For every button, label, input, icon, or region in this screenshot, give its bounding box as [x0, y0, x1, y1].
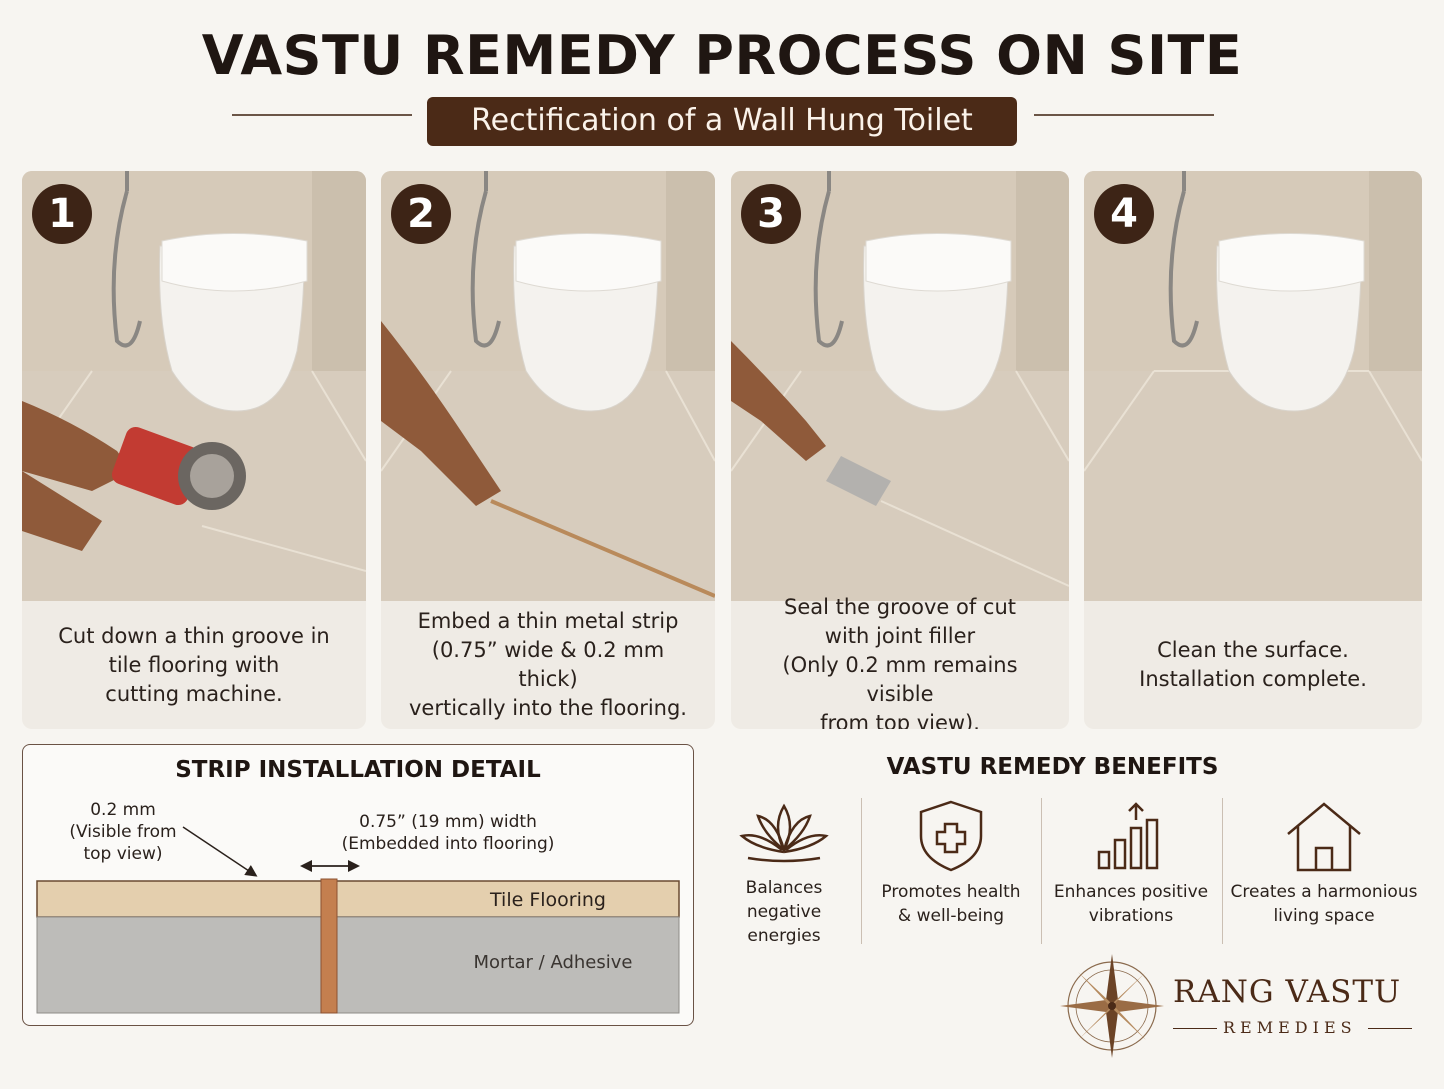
step-4-photo: 4: [1084, 171, 1422, 601]
benefit-harmony: Creates a harmonious living space: [1230, 798, 1418, 944]
tile-flooring-label: Tile Flooring: [490, 889, 606, 911]
brand-rule-left: [1173, 1028, 1217, 1029]
subtitle-rule-left: [232, 114, 412, 116]
benefit-health-text: Promotes health & well-being: [881, 882, 1021, 926]
step-card-3: 3 Seal the groove of cut with joint fill…: [731, 171, 1069, 729]
brand-logo: RANG VASTU REMEDIES: [1058, 952, 1428, 1062]
visible-width-label: 0.2 mm (Visible from top view): [69, 800, 177, 864]
brand-rule-right: [1368, 1028, 1412, 1029]
step-card-4: 4 Clean the surface. Installation comple…: [1084, 171, 1422, 729]
step-3-photo: 3: [731, 171, 1069, 601]
step-4-badge: 4: [1094, 184, 1154, 244]
subtitle: Rectification of a Wall Hung Toilet: [427, 97, 1017, 146]
page-title: VASTU REMEDY PROCESS ON SITE: [201, 24, 1243, 87]
subtitle-rule-right: [1034, 114, 1214, 116]
step-3-badge: 3: [741, 184, 801, 244]
step-1-badge: 1: [32, 184, 92, 244]
mortar-label: Mortar / Adhesive: [473, 952, 633, 973]
step-card-2: 2 Embed a thin metal strip (0.75” wide &…: [381, 171, 715, 729]
benefit-divider: [861, 798, 862, 944]
step-2-caption: Embed a thin metal strip (0.75” wide & 0…: [409, 609, 687, 720]
embedded-width-label: 0.75” (19 mm) width (Embedded into floor…: [341, 812, 555, 854]
brand-name: RANG VASTU: [1173, 974, 1402, 1010]
benefit-balances: Balances negative energies: [722, 798, 846, 946]
benefit-balances-text: Balances negative energies: [745, 878, 823, 946]
subtitle-banner: Rectification of a Wall Hung Toilet: [0, 97, 1444, 147]
benefit-divider: [1222, 798, 1223, 944]
metal-strip: [320, 878, 338, 1014]
benefit-health: Promotes health & well-being: [873, 798, 1029, 944]
benefit-vibrations: Enhances positive vibrations: [1050, 798, 1212, 944]
step-1-photo: 1: [22, 171, 366, 601]
benefit-divider: [1041, 798, 1042, 944]
step-2-photo: 2: [381, 171, 715, 601]
step-3-caption: Seal the groove of cut with joint filler…: [782, 594, 1018, 730]
shield-cross-icon: [919, 800, 983, 872]
tile-layer: [36, 880, 680, 918]
step-card-1: 1 Cut down a thin groove in tile floorin…: [22, 171, 366, 729]
house-icon: [1287, 802, 1361, 872]
bars-icon: [1097, 802, 1159, 870]
benefits-title: VASTU REMEDY BENEFITS: [886, 754, 1219, 780]
step-1-caption: Cut down a thin groove in tile flooring …: [58, 623, 330, 706]
benefit-vibrations-text: Enhances positive vibrations: [1053, 882, 1209, 926]
strip-detail-title: STRIP INSTALLATION DETAIL: [175, 757, 541, 783]
mortar-layer: [36, 916, 680, 1014]
benefit-harmony-text: Creates a harmonious living space: [1230, 882, 1418, 926]
lotus-icon: [739, 803, 829, 863]
brand-sub: REMEDIES: [1223, 1018, 1357, 1037]
compass-icon: [1060, 954, 1164, 1058]
strip-diagram: [36, 826, 680, 1014]
step-2-badge: 2: [391, 184, 451, 244]
strip-detail-panel: STRIP INSTALLATION DETAIL 0.2 mm (Visibl…: [22, 744, 694, 1026]
step-4-caption: Clean the surface. Installation complete…: [1139, 638, 1367, 691]
